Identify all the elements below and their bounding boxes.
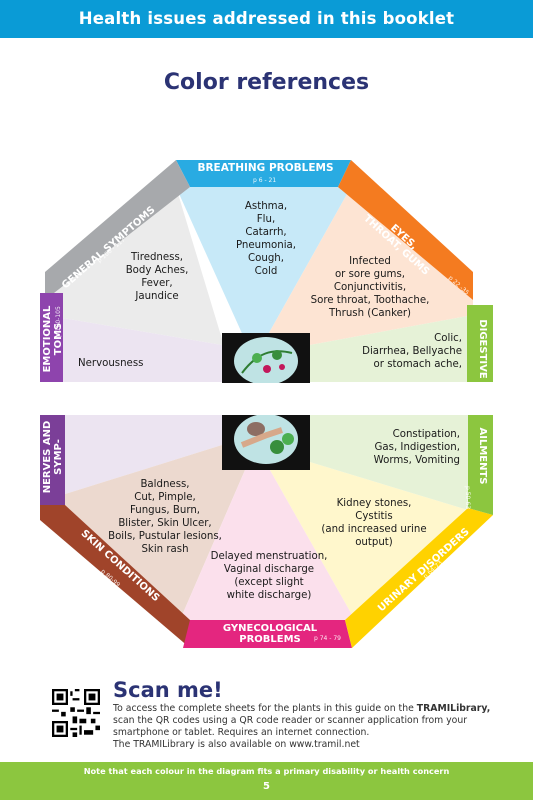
eyes-segment: [265, 187, 473, 345]
general-band: [45, 160, 190, 300]
plant-photo-top: [222, 333, 310, 383]
emotional-segment: [45, 315, 222, 382]
emotional-conditions: Nervousness: [78, 358, 144, 369]
breathing-pages: p 6 - 21: [253, 177, 277, 184]
ailments-segment: [310, 415, 468, 510]
header-title: Health issues addressed in this booklet: [78, 9, 455, 28]
digestive-conditions: Colic,Diarrhea, Bellyache or stomach ach…: [362, 333, 462, 370]
ailments-pages: p 50-63: [464, 486, 471, 510]
digestive-band: [467, 305, 493, 382]
breathing-label: BREATHING PROBLEMS: [197, 162, 334, 174]
qr-code[interactable]: [52, 689, 100, 737]
page-title: Color references: [163, 70, 370, 95]
urinary-segment: [270, 462, 468, 620]
gyn-conditions: Delayed menstruation,Vaginal discharge (…: [210, 551, 328, 601]
gyn-band: [183, 620, 352, 648]
skin-conditions: Baldness,Cut, Pimple, Fungus, Burn,Blist…: [108, 479, 222, 555]
general-segment: [45, 187, 235, 382]
footer-note: Note that each colour in the diagram fit…: [83, 766, 450, 776]
emotional-pages: p 100-105: [55, 306, 62, 337]
ailments-label: AILMENTS: [477, 427, 488, 485]
page-number: 5: [263, 781, 270, 792]
gyn-segment: [180, 470, 355, 620]
ailments-conditions: Constipation,Gas, Indigestion, Worms, Vo…: [373, 429, 460, 466]
plant-photo-bottom: [222, 415, 310, 470]
scan-title: Scan me!: [113, 678, 223, 702]
emotional-band: [40, 293, 63, 382]
nerves-band: [40, 415, 65, 505]
urinary-conditions: Kidney stones,Cystitis (and increased ur…: [321, 498, 427, 548]
ailments-band: [468, 415, 493, 515]
breathing-segment: [176, 187, 351, 340]
breathing-conditions: Asthma,Flu, Catarrh,Pneumonia, Cough,Col…: [235, 201, 297, 277]
digestive-label: DIGESTIVE: [477, 319, 488, 379]
header-bar: [0, 0, 533, 38]
skin-segment: [62, 445, 245, 620]
scan-instructions: To access the complete sheets for the pl…: [113, 703, 491, 750]
nerves-segment: [62, 415, 222, 495]
digestive-segment: [310, 315, 473, 382]
eyes-band: [338, 160, 473, 300]
gyn-pages: p 74 - 79: [314, 635, 341, 642]
urinary-band: [345, 508, 493, 648]
general-conditions: Tiredness,Body Aches, Fever,Jaundice: [125, 252, 189, 302]
footer-bar: [0, 762, 533, 800]
skin-band: [40, 505, 190, 648]
breathing-band: [176, 160, 351, 187]
